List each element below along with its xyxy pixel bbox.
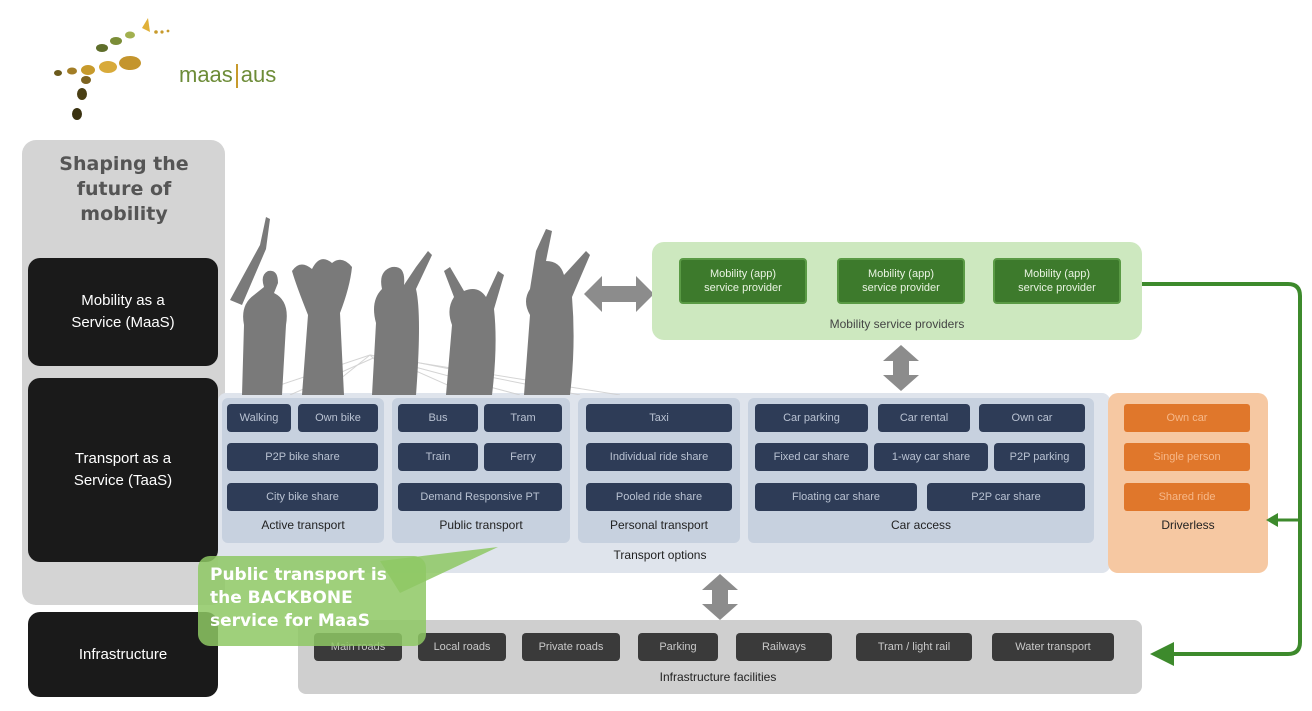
transport-option-chip: Pooled ride share bbox=[586, 483, 732, 511]
driverless-chip: Single person bbox=[1124, 443, 1250, 471]
people-silhouettes bbox=[230, 217, 620, 395]
double-arrow-transport-infrastructure bbox=[702, 574, 738, 620]
infrastructure-chip: Railways bbox=[736, 633, 832, 661]
provider-line: Mobility (app) bbox=[1023, 268, 1090, 280]
car-access-label: Car access bbox=[890, 518, 952, 532]
callout-line: service for MaaS bbox=[210, 611, 370, 631]
logo-text-left: maas bbox=[179, 62, 233, 87]
transport-option-chip: P2P car share bbox=[927, 483, 1085, 511]
mobility-service-providers-label: Mobility service providers bbox=[829, 317, 965, 331]
transport-option-chip: Tram bbox=[484, 404, 562, 432]
provider-line: service provider bbox=[862, 282, 940, 294]
double-arrow-people-providers bbox=[584, 276, 654, 312]
transport-option-chip: P2P bike share bbox=[227, 443, 378, 471]
provider-line: service provider bbox=[704, 282, 782, 294]
infrastructure-layer-box: Infrastructure bbox=[28, 612, 218, 697]
transport-option-chip: Taxi bbox=[586, 404, 732, 432]
double-arrow-providers-transport bbox=[883, 345, 919, 391]
transport-option-chip: P2P parking bbox=[994, 443, 1085, 471]
callout-line: the BACKBONE bbox=[210, 588, 353, 608]
driverless-label: Driverless bbox=[1161, 518, 1215, 532]
public-transport-label: Public transport bbox=[439, 518, 523, 532]
taas-line: Transport as a bbox=[74, 450, 172, 467]
title-line: Shaping the bbox=[59, 153, 189, 175]
transport-option-chip: Floating car share bbox=[755, 483, 917, 511]
infrastructure-chip: Parking bbox=[638, 633, 718, 661]
transport-option-chip: Individual ride share bbox=[586, 443, 732, 471]
callout-line: Public transport is bbox=[210, 565, 387, 585]
title-line: mobility bbox=[80, 203, 168, 225]
transport-option-chip: 1-way car share bbox=[874, 443, 988, 471]
transport-option-chip: Car parking bbox=[755, 404, 868, 432]
transport-option-chip: Car rental bbox=[878, 404, 970, 432]
infrastructure-chip: Private roads bbox=[522, 633, 620, 661]
transport-option-chip: Demand Responsive PT bbox=[398, 483, 562, 511]
provider-line: service provider bbox=[1018, 282, 1096, 294]
infrastructure-chip: Water transport bbox=[992, 633, 1114, 661]
infrastructure-chip: Tram / light rail bbox=[856, 633, 972, 661]
mobility-provider-box: Mobility (app) service provider bbox=[837, 258, 965, 304]
maas-layer-box: Mobility as a Service (MaaS) bbox=[28, 258, 218, 366]
title-line: future of bbox=[76, 178, 172, 200]
transport-option-chip: Walking bbox=[227, 404, 291, 432]
active-transport-label: Active transport bbox=[261, 518, 345, 532]
taas-line: Service (TaaS) bbox=[73, 472, 173, 489]
mobility-provider-box: Mobility (app) service provider bbox=[679, 258, 807, 304]
transport-option-chip: City bike share bbox=[227, 483, 378, 511]
infrastructure-chip: Local roads bbox=[418, 633, 506, 661]
infrastructure-facilities-label: Infrastructure facilities bbox=[659, 670, 777, 684]
transport-option-chip: Fixed car share bbox=[755, 443, 868, 471]
driverless-chip: Own car bbox=[1124, 404, 1250, 432]
infrastructure-layer-label: Infrastructure bbox=[78, 645, 168, 663]
transport-option-chip: Own car bbox=[979, 404, 1085, 432]
provider-line: Mobility (app) bbox=[709, 268, 776, 280]
logo-text-right: aus bbox=[240, 62, 277, 87]
transport-option-chip: Own bike bbox=[298, 404, 378, 432]
driverless-chip: Shared ride bbox=[1124, 483, 1250, 511]
logo-separator bbox=[235, 64, 238, 89]
maas-line: Mobility as a bbox=[81, 292, 165, 309]
green-connector-arrows bbox=[1142, 282, 1302, 666]
transport-options-label: Transport options bbox=[613, 548, 707, 562]
provider-line: Mobility (app) bbox=[867, 268, 934, 280]
personal-transport-label: Personal transport bbox=[609, 518, 709, 532]
mobility-provider-box: Mobility (app) service provider bbox=[993, 258, 1121, 304]
transport-option-chip: Bus bbox=[398, 404, 478, 432]
shaping-future-title: Shaping the future of mobility bbox=[30, 152, 218, 227]
maas-aus-logo-mark bbox=[54, 18, 170, 120]
transport-option-chip: Train bbox=[398, 443, 478, 471]
maas-line: Service (MaaS) bbox=[71, 314, 175, 331]
taas-layer-box: Transport as a Service (TaaS) bbox=[28, 378, 218, 562]
transport-option-chip: Ferry bbox=[484, 443, 562, 471]
public-transport-backbone-callout: Public transport is the BACKBONE service… bbox=[198, 556, 426, 646]
